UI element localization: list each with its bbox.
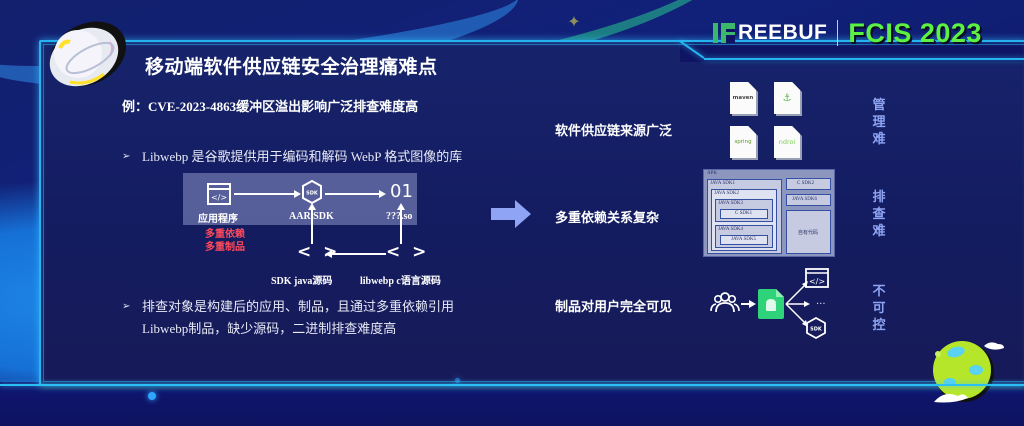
bullet-text: 排查对象是构建后的应用、制品，且通过多重依赖引用 [142,299,455,314]
bullet-arrow-icon: ➢ [122,151,131,162]
row-label-dependencies: 多重依赖关系复杂 [555,211,660,226]
page-title: 移动端软件供应链安全治理痛难点 [145,56,438,78]
planet-decoration-icon [49,21,127,87]
arrow-c-src-to-so [400,208,402,244]
glow-dot [148,392,156,400]
svg-text:SDK: SDK [306,191,319,197]
android-file-icon [758,289,784,319]
nexus-tile: ⚓ [774,82,802,116]
java-source-icon: < > [297,242,341,262]
tag-management-hard: 管理难 [872,98,886,147]
note-multi-artifact: 多重制品 [205,242,245,253]
svg-text:</>: </> [809,277,825,286]
bullet-investigation: ➢ 排查对象是构建后的应用、制品，且通过多重依赖引用 [122,294,454,320]
logo-divider [837,20,839,46]
users-icon [710,292,740,313]
bullet-libwebp: ➢ Libwebp 是谷歌提供用于编码和解码 WebP 格式图像的库 [122,144,462,170]
ellipsis-more: ... [816,296,826,307]
so-label: ???.so [386,211,412,222]
c-source-icon: < > [386,242,430,262]
java-sdk1-box: JAVA SDK1 JAVA SDK2 JAVA SDK3 C SDK1 JAV… [707,179,782,254]
java-sdk5-box: JAVA SDK5 [720,235,768,245]
tag-investigation-hard: 排查难 [872,190,886,239]
spring-tile: spring [730,126,758,160]
java-sdk4-box: JAVA SDK4 JAVA SDK5 [715,225,773,248]
c-sdk1-box: C SDK1 [720,209,768,219]
freebuf-logo: REEBUF [713,21,827,45]
arrow-users-to-apk [741,303,751,305]
panel-top-notch-line [680,40,1024,62]
c-sdk2-box: C SDK2 [786,178,831,190]
sdk-hexagon-icon: SDK [806,317,826,339]
own-code-box: 自有代码 [786,210,831,254]
code-window-icon: </> [805,268,829,288]
sparkle-icon: ✦ [567,12,581,31]
c-source-label: libwebp c语言源码 [360,276,441,287]
arrow-head [308,203,316,210]
bullet-text: Libwebp 是谷歌提供用于编码和解码 WebP 格式图像的库 [142,149,463,164]
note-multi-dependency: 多重依赖 [205,229,245,240]
big-right-arrow-icon [491,200,531,228]
page-subtitle: 例：CVE-2023-4863缓冲区溢出影响广泛排查难度高 [122,99,419,114]
android-tile: ndroi [774,126,802,160]
row-label-visibility: 制品对用户完全可见 [555,300,673,315]
event-name: FCIS 2023 [848,17,982,48]
arrow-head [749,300,756,308]
tag-uncontrollable: 不可控 [872,284,886,333]
arrow-c-to-java [330,253,386,255]
maven-tile: maven [730,82,758,116]
java-sdk3-box: JAVA SDK3 C SDK1 [715,199,773,222]
svg-text:SDK: SDK [810,327,823,333]
binary-icon: 01 [390,181,413,202]
event-logo: REEBUF FCIS 2023 [713,18,982,48]
sdk-hexagon-icon: SDK [302,180,322,204]
bullet-arrow-icon: ➢ [122,301,131,312]
arrow-sdk-to-so [325,193,381,195]
arrow-java-src-to-sdk [311,208,313,244]
apk-dependency-diagram: APK JAVA SDK1 JAVA SDK2 JAVA SDK3 C SDK1… [703,169,835,257]
dependency-diagram-box [183,173,417,225]
freebuf-wordmark: REEBUF [738,21,828,44]
arrow-head [294,190,301,198]
glow-dot [455,378,460,383]
java-source-label: SDK java源码 [271,276,333,287]
arrow-head [397,203,405,210]
java-sdk6-box: JAVA SDK6 [786,194,831,206]
arrow-head [325,250,332,258]
bullet-continuation: Libwebp制品，缺少源码，二进制排查难度高 [142,321,397,336]
arrow-app-to-sdk [234,193,296,195]
bottom-glow-line [0,384,1024,386]
freebuf-mark-bar [713,23,718,43]
java-sdk2-box: JAVA SDK2 JAVA SDK3 C SDK1 JAVA SDK4 JAV… [711,189,777,251]
code-window-icon: </> [207,183,231,205]
freebuf-mark-f [721,23,735,43]
row-label-sources: 软件供应链来源广泛 [555,124,673,139]
svg-text:</>: </> [211,193,227,202]
green-planet-decoration-icon [933,341,1004,403]
app-label: 应用程序 [198,214,238,225]
arrow-head [379,190,386,198]
